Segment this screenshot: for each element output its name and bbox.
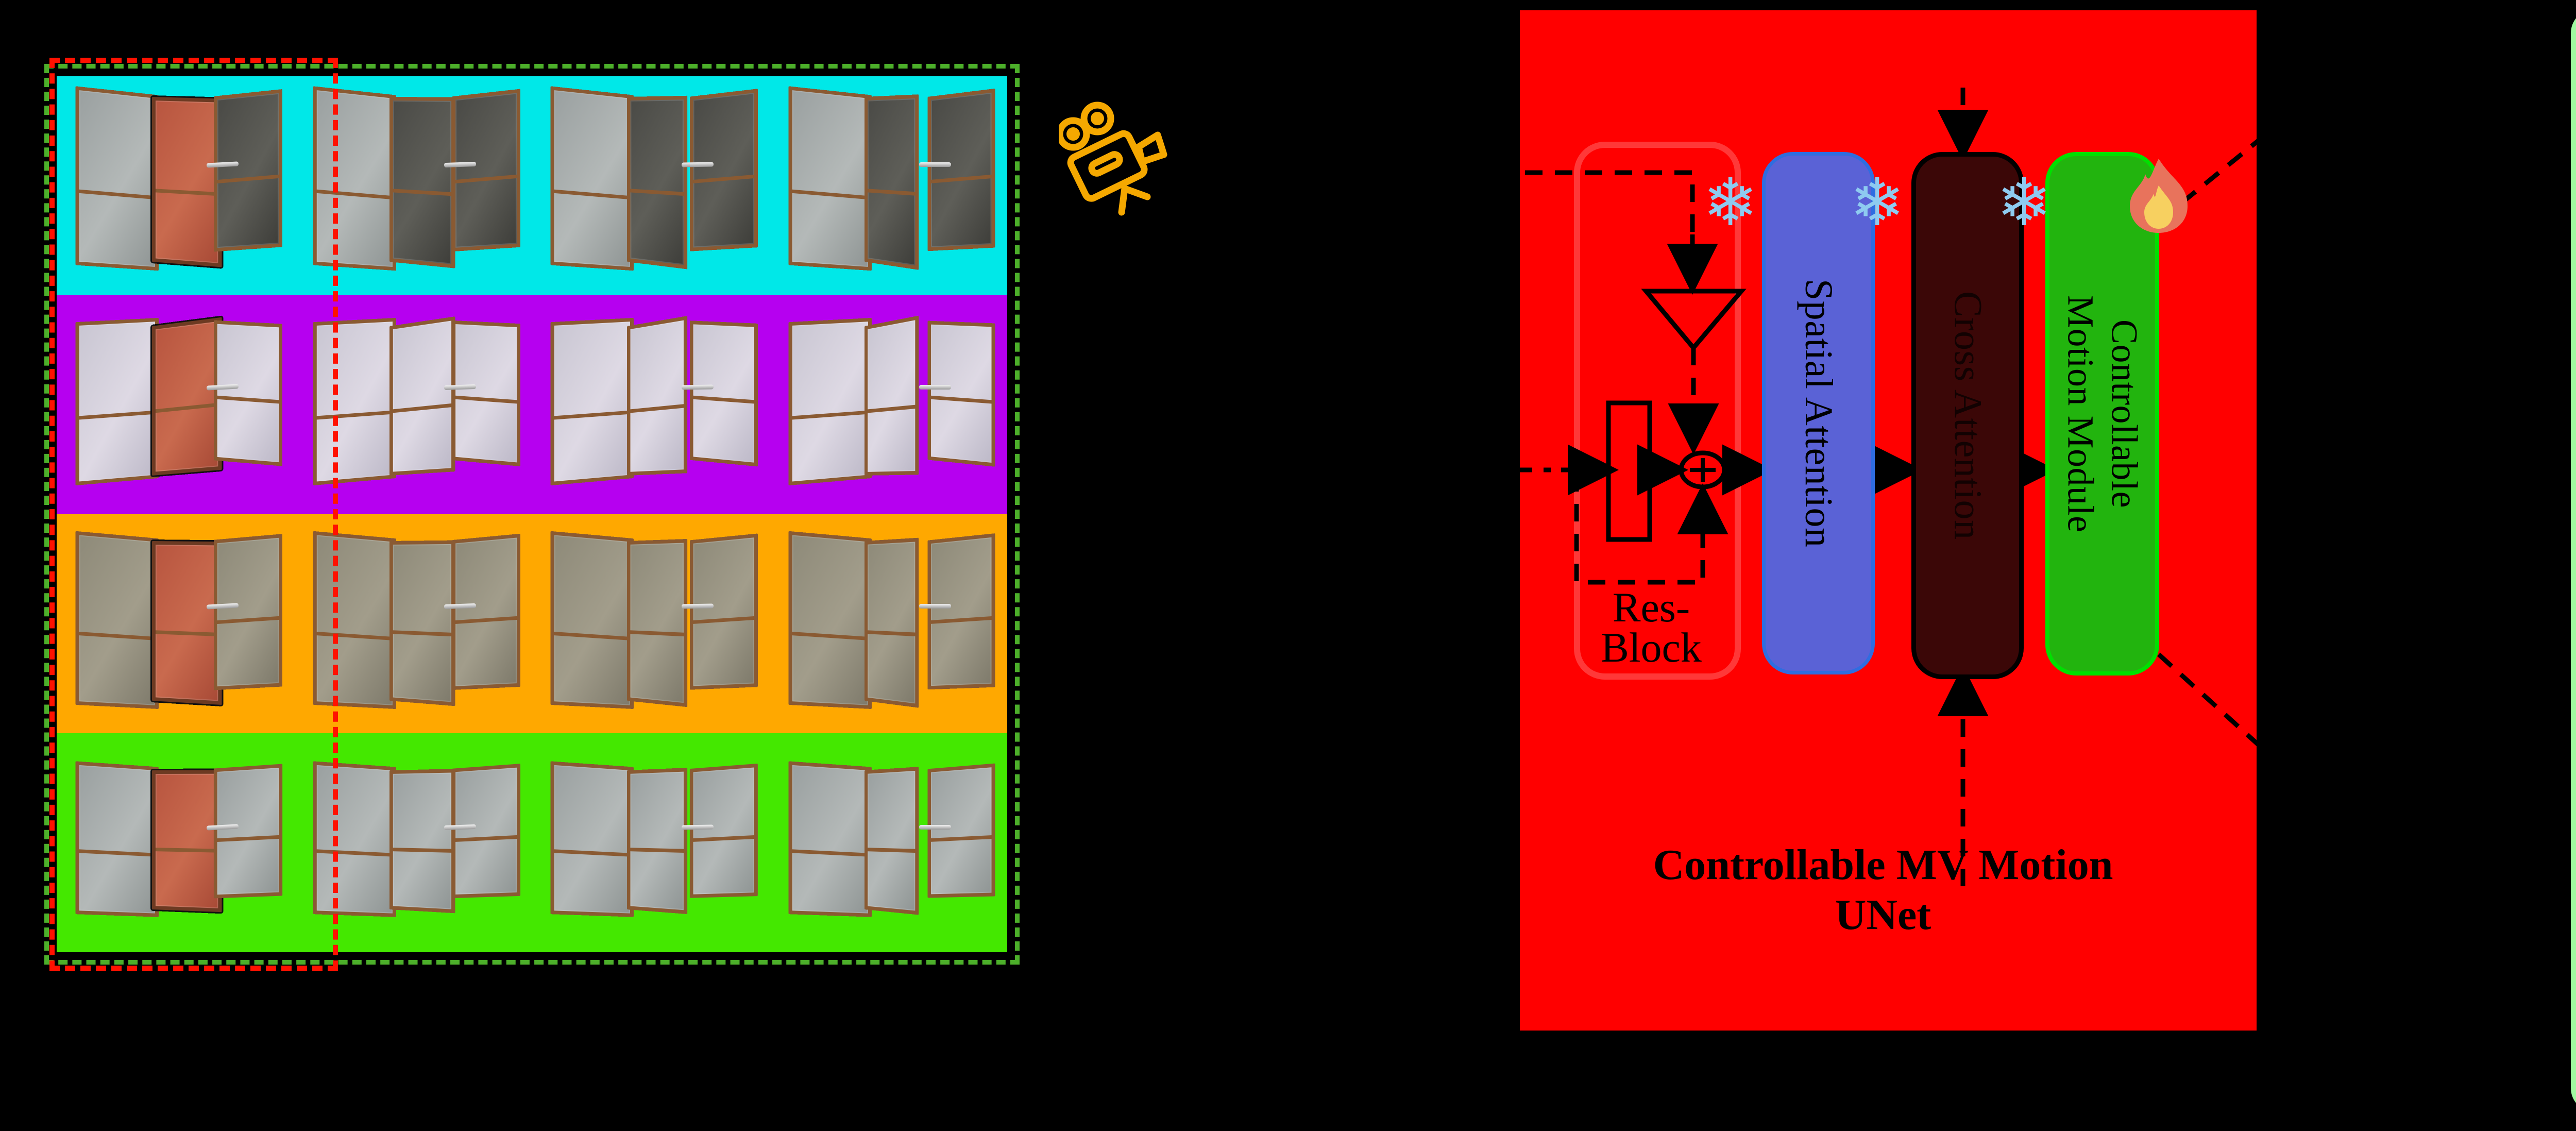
mv-row-view-1-cyan xyxy=(57,76,1007,295)
snowflake-icon: ❄ xyxy=(1996,166,2052,240)
motion-module-label-line1: Controllable xyxy=(2104,319,2145,508)
motion-module-wiring xyxy=(2571,9,2576,1112)
mv-frame-cell xyxy=(532,514,770,733)
movie-camera-icon xyxy=(1059,102,1167,216)
mv-frame-cell xyxy=(770,733,1007,952)
mv-frame-cell xyxy=(294,733,532,952)
mv-frame-cell xyxy=(532,733,770,952)
mv-row-view-3-orange xyxy=(57,514,1007,733)
res-block-label: Res- Block xyxy=(1582,584,1721,671)
cross-attention-block[interactable]: Cross Attention xyxy=(1911,152,2024,679)
motion-module-label-line2: Motion Module xyxy=(2060,295,2102,533)
controllable-motion-module-panel: First Frame Mask Motion Frames Latents xyxy=(2571,9,2576,1112)
mv-frame-cell xyxy=(294,76,532,295)
mv-row-view-2-magenta xyxy=(57,295,1007,514)
res-block-label-line1: Res- xyxy=(1612,584,1690,631)
mv-frame-cell xyxy=(770,295,1007,514)
spatial-attention-block[interactable]: Spatial Attention xyxy=(1762,152,1875,674)
mv-frame-cell xyxy=(532,295,770,514)
mv-frame-cell xyxy=(770,514,1007,733)
mv-frame-cell xyxy=(57,76,294,295)
unet-caption: Controllable MV Motion UNet xyxy=(1653,841,2113,939)
controllable-motion-module-block[interactable]: Controllable Motion Module xyxy=(2045,152,2159,676)
flame-icon xyxy=(2130,159,2188,233)
mv-frame-cell xyxy=(57,733,294,952)
mv-frame-cell xyxy=(532,76,770,295)
mv-frame-cell xyxy=(57,514,294,733)
mv-frame-cell xyxy=(294,514,532,733)
mv-row-view-4-green xyxy=(57,733,1007,952)
unet-panel: Spatial Attention Cross Attention Contro… xyxy=(1515,0,2550,1131)
mv-frame-cell xyxy=(770,76,1007,295)
mv-frame-cell xyxy=(294,295,532,514)
snowflake-icon: ❄ xyxy=(1850,166,1905,240)
mv-frame-cell xyxy=(57,295,294,514)
multi-view-grid-panel xyxy=(0,0,1236,1131)
snowflake-icon: ❄ xyxy=(1703,166,1758,240)
cross-attention-label: Cross Attention xyxy=(1946,291,1990,540)
res-block-label-line2: Block xyxy=(1601,623,1702,671)
spatial-attention-label: Spatial Attention xyxy=(1797,279,1840,548)
mv-frame-grid xyxy=(57,76,1007,952)
